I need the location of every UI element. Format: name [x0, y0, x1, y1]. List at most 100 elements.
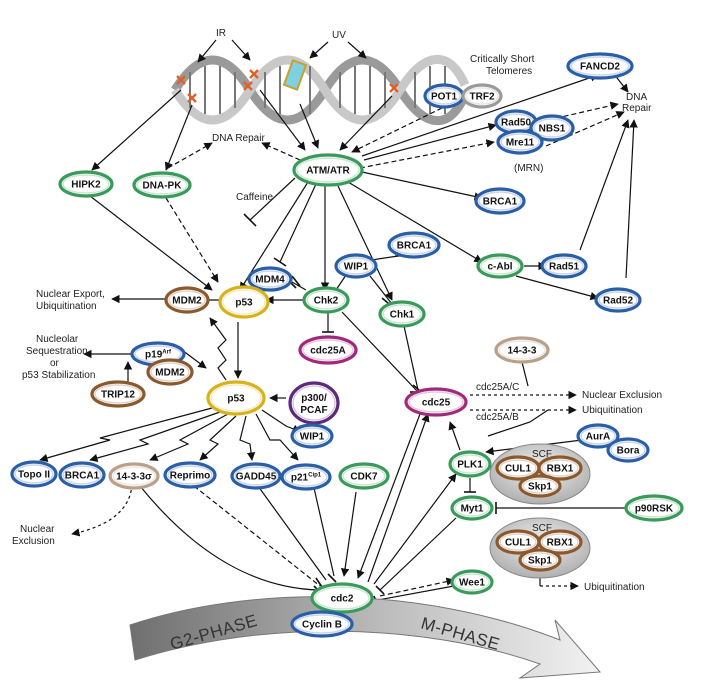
node-label-text: BRCA1 [483, 197, 518, 208]
node-label-p53-top: p53 [235, 298, 253, 309]
node-shape-atm-atr [292, 153, 364, 187]
node-trip12[interactable]: TRIP12 [90, 380, 146, 408]
node-topo2[interactable]: Topo II [10, 460, 58, 488]
node-shape-p53-top [218, 285, 270, 319]
node-label-text: RBX1 [547, 538, 574, 549]
node-cdc25[interactable]: cdc25 [404, 387, 468, 417]
node-nbs1[interactable]: NBS1 [529, 114, 575, 142]
node-inner-ring [570, 56, 630, 76]
node-p21[interactable]: p21Cip1 [280, 463, 332, 491]
node-mdm2-top[interactable]: MDM2 [164, 286, 210, 314]
node-shape-wip1-top [334, 253, 378, 279]
node-label-text: Rad51 [549, 262, 579, 273]
node-mre11[interactable]: Mre11 [496, 129, 544, 155]
node-cdc2[interactable]: cdc2 [310, 582, 374, 614]
node-myt1[interactable]: Myt1 [450, 495, 494, 521]
node-shape-brca1-bottom [58, 461, 106, 489]
node-label-text: TRIP12 [101, 390, 135, 401]
node-cdk7[interactable]: CDK7 [338, 462, 390, 490]
edge-uv-left [309, 41, 329, 59]
node-shape-cdc25 [404, 387, 468, 417]
node-label-text: RBX1 [547, 464, 574, 475]
node-shape-p21 [280, 463, 332, 491]
node-shape-p53-mid [206, 380, 266, 416]
node-rbx1-b[interactable]: RBX1 [537, 529, 583, 555]
node-inner-ring [342, 466, 386, 486]
node-plk1[interactable]: PLK1 [448, 450, 492, 478]
nucleolar-3: or [50, 358, 60, 369]
node-cyclin-b[interactable]: Cyclin B [290, 610, 354, 638]
edge-gadd45-cdc2 [257, 485, 327, 581]
node-chk1[interactable]: Chk1 [378, 300, 426, 328]
node-rad52[interactable]: Rad52 [594, 287, 642, 313]
node-inner-ring [598, 291, 638, 309]
node-label-text: ATM/ATR [306, 166, 350, 177]
nucleolar-4: p53 Stabilization [22, 370, 95, 381]
node-skp1-b[interactable]: Skp1 [518, 548, 562, 572]
node-mdm4[interactable]: MDM4 [247, 266, 293, 292]
mrn-label: (MRN) [514, 163, 543, 174]
node-brca1-mid[interactable]: BRCA1 [387, 231, 441, 259]
node-inner-ring [454, 573, 490, 591]
node-wee1[interactable]: Wee1 [450, 569, 494, 595]
node-atm-atr[interactable]: ATM/ATR [292, 153, 364, 187]
node-inner-ring [628, 498, 680, 518]
node-hipk2[interactable]: HIPK2 [58, 170, 114, 198]
node-label-chk2: Chk2 [314, 296, 339, 307]
node-chk2[interactable]: Chk2 [302, 286, 350, 314]
text-labels: IR UV Critically Short Telomeres Caffein… [12, 28, 662, 593]
node-brca1-bottom[interactable]: BRCA1 [58, 461, 106, 489]
edge-mre11-repair [545, 111, 625, 147]
node-reprimo[interactable]: Reprimo [163, 461, 217, 489]
node-label-cul1-b: CUL1 [505, 538, 532, 549]
node-shape-topo2 [10, 460, 58, 488]
node-inner-ring [302, 339, 354, 361]
node-label-plk1: PLK1 [457, 460, 483, 471]
node-label-brca1-mid: BRCA1 [397, 241, 432, 252]
node-shape-brca1-mid [387, 231, 441, 259]
node-label-text: p53 [235, 298, 253, 309]
node-inner-ring [338, 257, 374, 275]
node-wip1-top[interactable]: WIP1 [334, 253, 378, 279]
node-label-gadd45: GADD45 [236, 472, 277, 483]
node-rbx1-a[interactable]: RBX1 [537, 455, 583, 481]
node-fancd2[interactable]: FANCD2 [566, 52, 634, 80]
nuclear-exclusion-left-1: Nuclear [20, 524, 55, 535]
scf-label-1: SCF [532, 449, 552, 460]
node-aura[interactable]: AurA [576, 423, 620, 449]
node-wip1-bottom[interactable]: WIP1 [290, 423, 334, 449]
edge-telomere-atm [351, 107, 443, 153]
node-gadd45[interactable]: GADD45 [230, 462, 282, 490]
node-cdc25a[interactable]: cdc25A [298, 335, 358, 365]
node-inner-ring [408, 391, 464, 413]
nucleolar-1: Nucleolar [36, 334, 79, 345]
node-inner-ring [94, 384, 142, 404]
node-dna-pk[interactable]: DNA-PK [132, 171, 192, 199]
node-shape-dna-pk [132, 171, 192, 199]
cell-cycle-phase-arrow: G2-PHASE M-PHASE [129, 596, 602, 679]
edge-p53-brca1 [89, 411, 221, 463]
node-bora[interactable]: Bora [606, 437, 650, 463]
node-inner-ring [480, 257, 520, 275]
node-label-skp1-a: Skp1 [528, 482, 552, 493]
node-14-3-3sigma[interactable]: 14-3-3σ [108, 462, 160, 490]
node-p53-mid[interactable]: p53 [206, 380, 266, 416]
node-skp1-a[interactable]: Skp1 [518, 474, 562, 498]
node-p300[interactable]: p300/PCAF [288, 381, 340, 425]
node-shape-bora [606, 437, 650, 463]
node-14-3-3[interactable]: 14-3-3 [494, 336, 550, 364]
node-rad51[interactable]: Rad51 [540, 253, 588, 279]
node-brca1-top[interactable]: BRCA1 [474, 187, 526, 215]
node-pot1[interactable]: POT1 [423, 83, 465, 109]
node-label-cul1-a: CUL1 [505, 464, 532, 475]
node-shape-p90rsk [624, 494, 684, 522]
caffeine-label: Caffeine [236, 192, 274, 203]
node-shape-skp1-a [518, 474, 562, 498]
node-p53-top[interactable]: p53 [218, 285, 270, 319]
node-c-abl[interactable]: c-Abl [476, 253, 524, 279]
node-label-text: FANCD2 [580, 62, 620, 73]
node-mdm2-low[interactable]: MDM2 [146, 358, 194, 386]
node-label-p21: p21Cip1 [291, 473, 322, 484]
node-p90rsk[interactable]: p90RSK [624, 494, 684, 522]
node-trf2[interactable]: TRF2 [461, 83, 503, 109]
